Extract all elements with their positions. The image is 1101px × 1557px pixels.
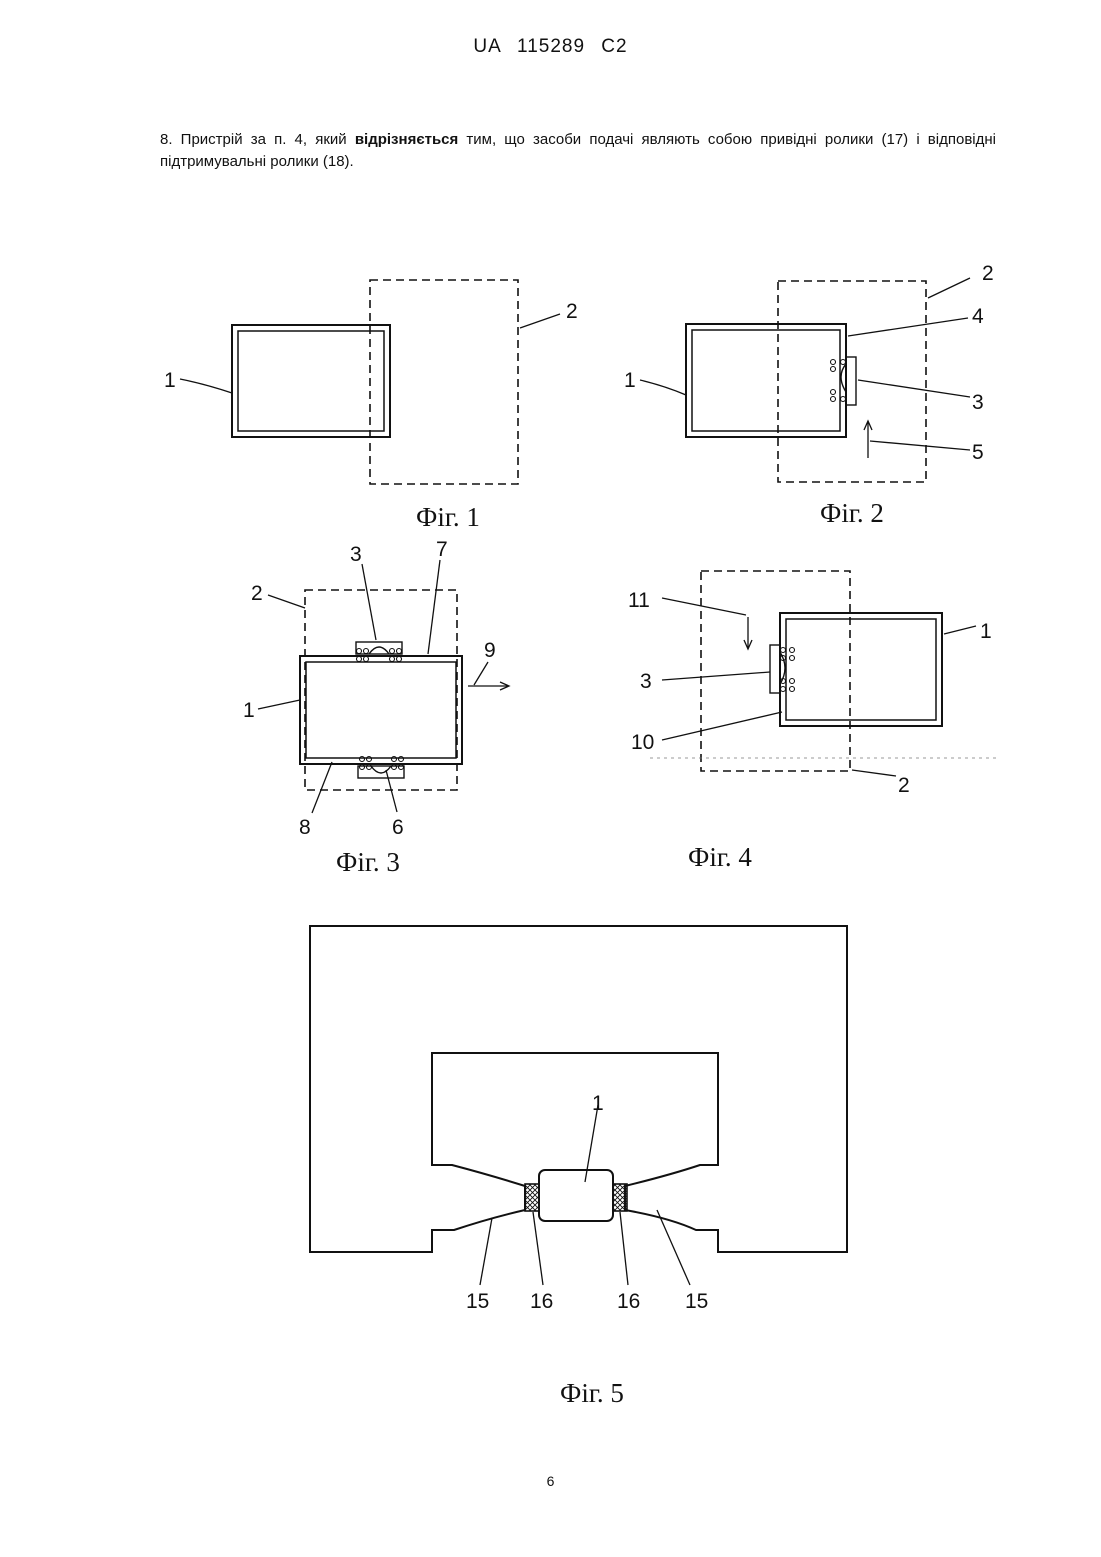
fig5-object-1 (539, 1170, 613, 1221)
fig2-caption: Фіг. 2 (820, 498, 884, 528)
fig2-dashed-zone-2 (778, 281, 926, 482)
figure-3 (258, 560, 509, 813)
fig2-label-2: 2 (982, 262, 994, 285)
fig3-label-6: 6 (392, 816, 404, 839)
fig4-caption: Фіг. 4 (688, 842, 752, 872)
fig3-label-3: 3 (350, 543, 362, 566)
fig5-label-16-left: 16 (530, 1290, 553, 1313)
fig4-label-1: 1 (980, 620, 992, 643)
fig2-label-4: 4 (972, 305, 984, 328)
fig3-label-7: 7 (436, 538, 448, 561)
fig4-label-11: 11 (628, 589, 650, 612)
fig1-caption: Фіг. 1 (416, 502, 480, 532)
fig5-caption: Фіг. 5 (560, 1378, 624, 1408)
fig4-label-2: 2 (898, 774, 910, 797)
fig3-caption: Фіг. 3 (336, 847, 400, 877)
fig5-label-16-right: 16 (617, 1290, 640, 1313)
fig4-dashed-zone-2 (701, 571, 850, 771)
figure-1 (180, 280, 560, 484)
fig3-label-8: 8 (299, 816, 311, 839)
figure-2 (640, 278, 970, 482)
fig1-object-1 (232, 325, 390, 437)
fig5-label-1: 1 (592, 1092, 604, 1115)
fig3-object-1 (300, 656, 462, 764)
page-number: 6 (0, 1473, 1101, 1489)
fig3-dashed-zone-2 (305, 590, 457, 790)
fig3-label-2: 2 (251, 582, 263, 605)
fig2-clamp-3 (846, 357, 856, 405)
fig2-label-5: 5 (972, 441, 984, 464)
figure-4 (650, 571, 1000, 776)
fig1-label-2: 2 (566, 300, 578, 323)
fig2-label-3: 3 (972, 391, 984, 414)
fig4-label-10: 10 (631, 731, 654, 754)
fig2-label-1: 1 (624, 369, 636, 392)
fig5-label-15-right: 15 (685, 1290, 708, 1313)
fig3-label-1: 1 (243, 699, 255, 722)
fig1-label-1: 1 (164, 369, 176, 392)
fig3-label-9: 9 (484, 639, 496, 662)
fig5-label-15-left: 15 (466, 1290, 489, 1313)
figure-5 (310, 926, 847, 1285)
fig4-clamp-3 (770, 645, 780, 693)
fig4-object-1 (780, 613, 942, 726)
fig4-label-3: 3 (640, 670, 652, 693)
fig2-object-1 (686, 324, 846, 437)
fig3-clamp-3 (356, 642, 402, 654)
fig1-dashed-zone-2 (370, 280, 518, 484)
